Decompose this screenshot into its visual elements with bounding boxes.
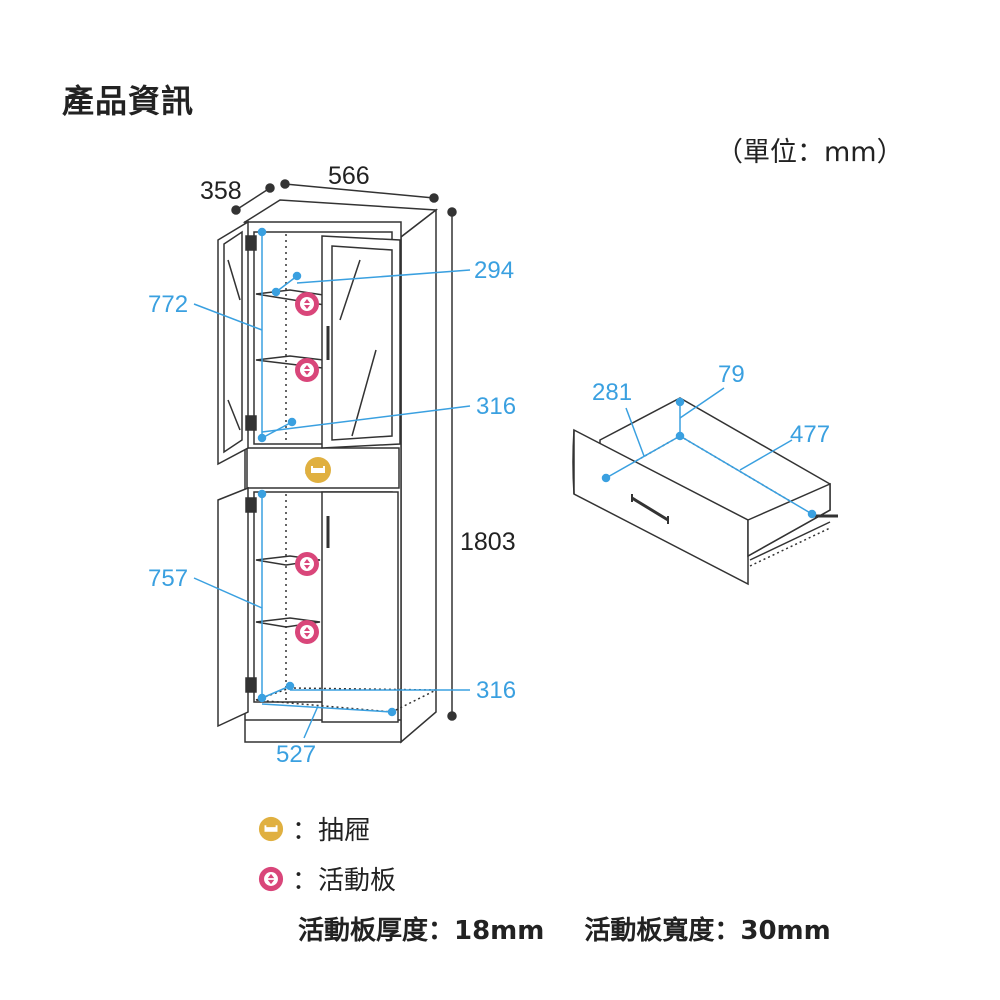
upper-shelf-depth-label: 294 [474,257,514,284]
shelf-marker-icon [295,292,319,316]
shelf-specs: 活動板厚度：18mm 活動板寬度：30mm [298,910,831,947]
shelf-legend-icon [258,866,284,891]
shelf-thickness-spec: 活動板厚度：18mm [298,916,545,946]
shelf-marker-icon [295,620,319,644]
cabinet-dimension-lines [231,179,457,721]
page-title: 產品資訊 [62,82,195,120]
drawer-depth-label: 477 [790,421,830,448]
drawer-blue-dimensions [601,387,817,519]
height-label: 1803 [460,528,516,556]
upper-door-height-label: 772 [148,291,188,318]
drawer-legend-icon [258,816,284,841]
lower-door-height-label: 757 [148,565,188,592]
shelf-marker-icon [295,552,319,576]
drawer-width-label: 281 [592,379,632,406]
shelf-marker-icon [295,358,319,382]
shelf-width-spec: 活動板寬度：30mm [584,916,831,946]
drawer-height-label: 79 [718,361,745,388]
cabinet-blue-dimensions [193,227,471,739]
inner-width-label: 527 [276,741,316,768]
drawer-marker-icon [305,457,331,483]
shelf-legend-label: ：活動板 [292,866,397,896]
upper-shelf-width-label: 316 [476,393,516,420]
bottom-depth-label: 316 [476,677,516,704]
drawer-legend-label: ：抽屜 [292,816,371,846]
unit-note: （單位：mm） [716,137,904,168]
width-label: 566 [328,162,370,190]
legend-shelf: ：活動板 [258,860,396,897]
depth-label: 358 [200,177,242,205]
legend-drawer: ：抽屜 [258,810,370,847]
